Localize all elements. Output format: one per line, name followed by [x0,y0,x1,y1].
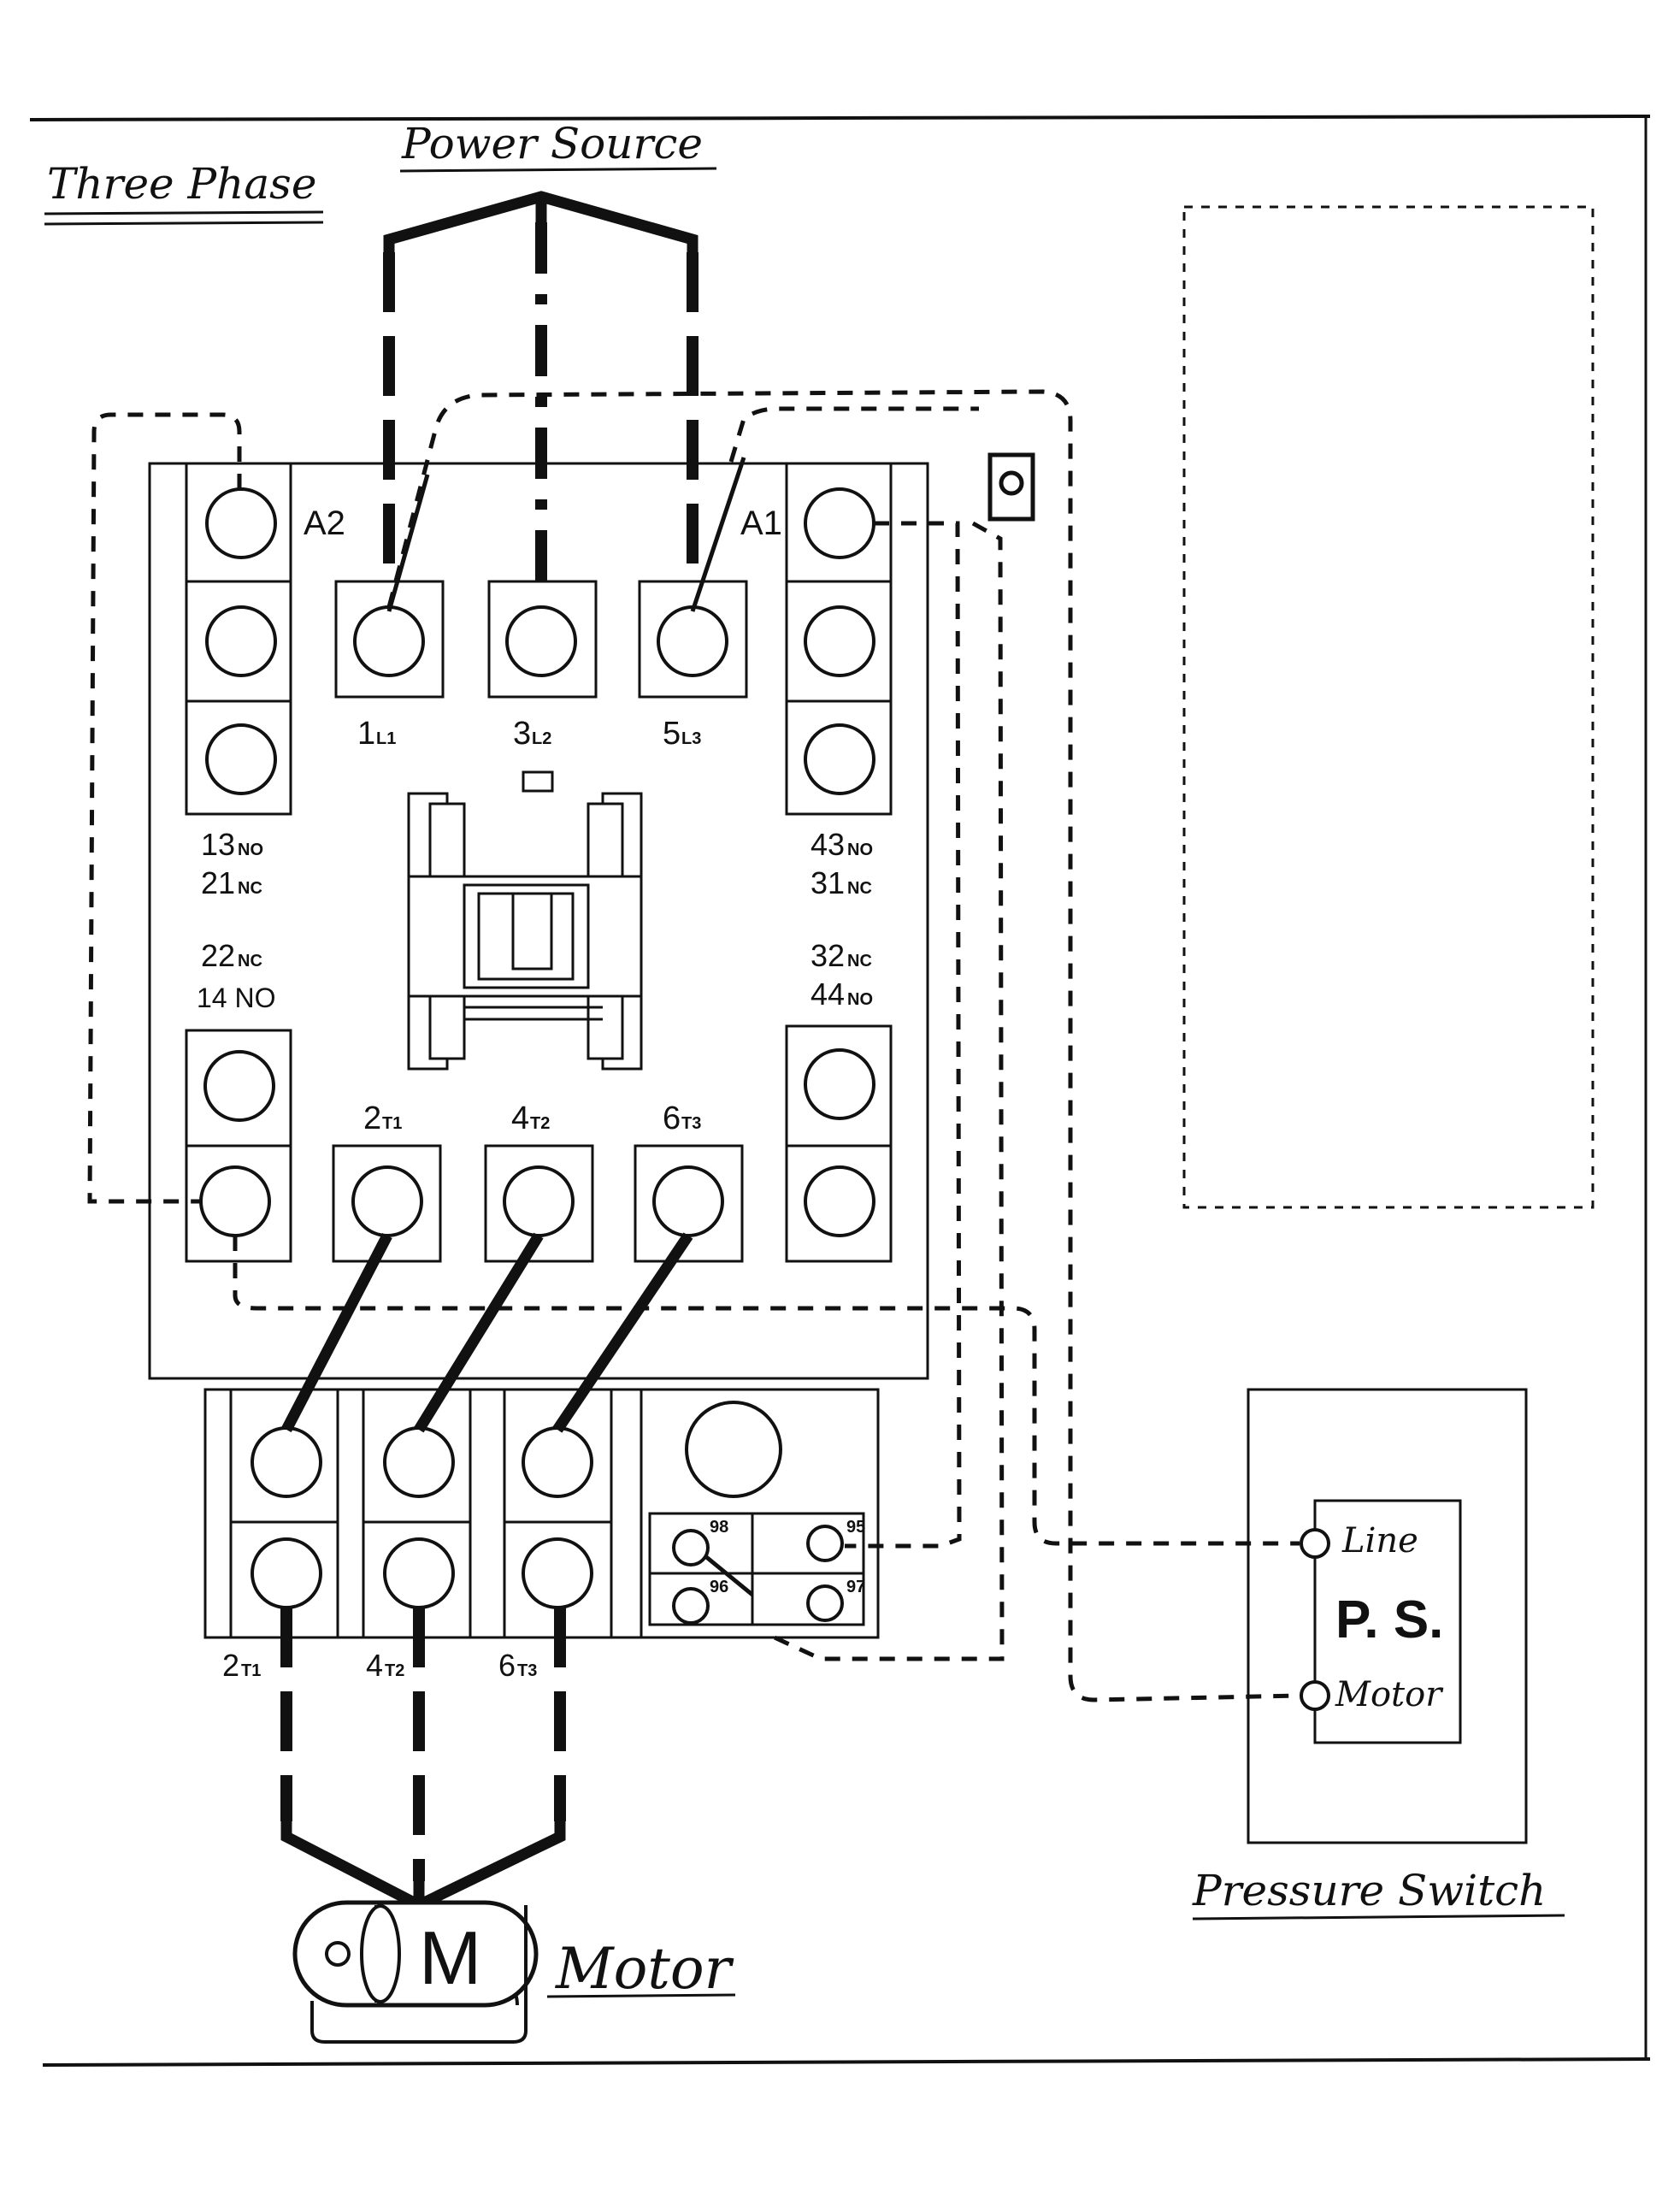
aux-label-96: 96 [710,1578,728,1596]
terminal-a2 [205,487,277,559]
aux-right-4-num: 44 [811,976,845,1012]
aux-right-3-sub: NC [847,952,872,971]
coil-a2-label: A2 [304,504,345,542]
aux-label-98: 98 [710,1518,728,1537]
terminal-aux-left-3 [203,1050,275,1122]
overload-out-2 [383,1537,455,1609]
pressure-switch: Line Motor P. S. [1247,1388,1528,1844]
line-terminal-3-num: 5 [663,716,681,752]
three-phase-label: Three Phase [47,159,316,209]
aux-left-3-sub: NC [238,952,262,971]
terminal-t3 [652,1165,724,1237]
overload-relay: 98 95 96 97 2 T1 4 T2 6 T3 [203,1388,880,1683]
pressure-switch-label: Pressure Switch [1192,1866,1546,1915]
overload-out-1-num: 2 [222,1648,239,1683]
terminal-l3 [657,605,728,677]
load-terminal-3-sub: T3 [681,1114,701,1133]
aux-right-2-num: 31 [811,865,845,900]
ps-motor-label: Motor [1335,1675,1444,1714]
aux-left-2-sub: NC [238,879,262,898]
power-source-label: Power Source [401,119,703,168]
terminal-aux-left-4 [199,1165,271,1237]
contactor-body [148,462,929,1380]
contactor-to-overload-wires [281,1232,693,1433]
terminal-l1 [353,605,425,677]
aux-right-3-num: 32 [811,938,845,973]
terminal-aux-right-3 [804,1048,875,1120]
overload-out-1 [251,1537,322,1609]
aux-terminal-95 [806,1525,844,1562]
terminal-aux-left-1 [205,605,277,677]
terminal-aux-right-2 [804,723,875,795]
motor-label: Motor [555,1936,734,2002]
aux-left-1-num: 13 [201,827,235,862]
overload-in-3 [522,1426,593,1498]
load-terminal-1-num: 2 [363,1100,381,1136]
overload-in-2 [383,1426,455,1498]
overload-out-3-num: 6 [498,1648,516,1683]
ps-terminal-motor [1300,1680,1330,1711]
aux-right-4-sub: NO [847,990,873,1009]
terminal-t2 [503,1165,575,1237]
aux-left-2-num: 21 [201,865,235,900]
overload-out-2-num: 4 [366,1648,383,1683]
load-terminal-1-sub: T1 [382,1114,402,1133]
terminal-aux-left-2 [205,723,277,795]
ps-terminal-line [1300,1528,1330,1559]
page-frame [29,115,1651,2067]
ps-label: P. S. [1335,1590,1443,1649]
aux-terminal-98 [672,1529,710,1567]
line-terminal-2-num: 3 [513,716,531,752]
overload-out-2-sub: T2 [385,1661,404,1680]
aux-right-1-sub: NO [847,841,873,859]
reset-button[interactable] [685,1401,782,1498]
title-power-source: Power Source [399,119,717,173]
load-terminal-2-sub: T2 [530,1114,550,1133]
pressure-switch-enclosure [1247,1388,1528,1844]
motor-symbol-letter: M [419,1915,481,2000]
terminal-aux-right-4 [804,1165,875,1237]
aux-label-95: 95 [846,1518,865,1537]
title-motor: Motor [546,1936,736,2002]
ps-line-label: Line [1341,1521,1418,1561]
aux-left-3-num: 22 [201,938,235,973]
aux-left-4-num: 14 NO [197,982,275,1013]
indicator-window [522,770,554,793]
overload-in-1 [251,1426,322,1498]
motor-symbol: M [292,1900,539,2044]
control-wiring [87,389,1300,1702]
load-terminal-2-num: 4 [511,1100,529,1136]
control-fuse [987,452,1035,522]
aux-terminal-97 [806,1584,844,1622]
title-pressure-switch: Pressure Switch [1192,1866,1565,1921]
line-terminal-2-sub: L2 [532,729,551,748]
terminal-a1 [804,487,875,559]
armature-mechanism [407,792,643,1071]
load-terminal-3-num: 6 [663,1100,681,1136]
overload-out-3 [522,1537,593,1609]
aux-right-2-sub: NC [847,879,872,898]
terminal-t1 [351,1165,423,1237]
terminal-aux-right-1 [804,605,875,677]
pressure-switch-body [1313,1499,1462,1744]
line-terminal-3-sub: L3 [681,729,701,748]
aux-right-1-num: 43 [811,827,845,862]
overload-out-1-sub: T1 [241,1661,261,1680]
line-terminal-1-num: 1 [357,716,375,752]
contactor: A2 A1 1 L1 3 L2 5 L3 2 T1 4 T2 6 T3 13 N… [148,462,929,1380]
aux-terminal-96 [672,1587,710,1625]
empty-dashed-enclosure [1182,205,1595,1209]
coil-a1-label: A1 [740,504,782,542]
terminal-l2 [505,605,577,677]
power-source-feed [383,191,699,611]
motor-leads [280,1608,566,1910]
overload-out-3-sub: T3 [517,1661,537,1680]
aux-label-97: 97 [846,1578,865,1596]
title-three-phase: Three Phase [44,159,324,226]
line-terminal-1-sub: L1 [376,729,396,748]
aux-left-1-sub: NO [238,841,263,859]
